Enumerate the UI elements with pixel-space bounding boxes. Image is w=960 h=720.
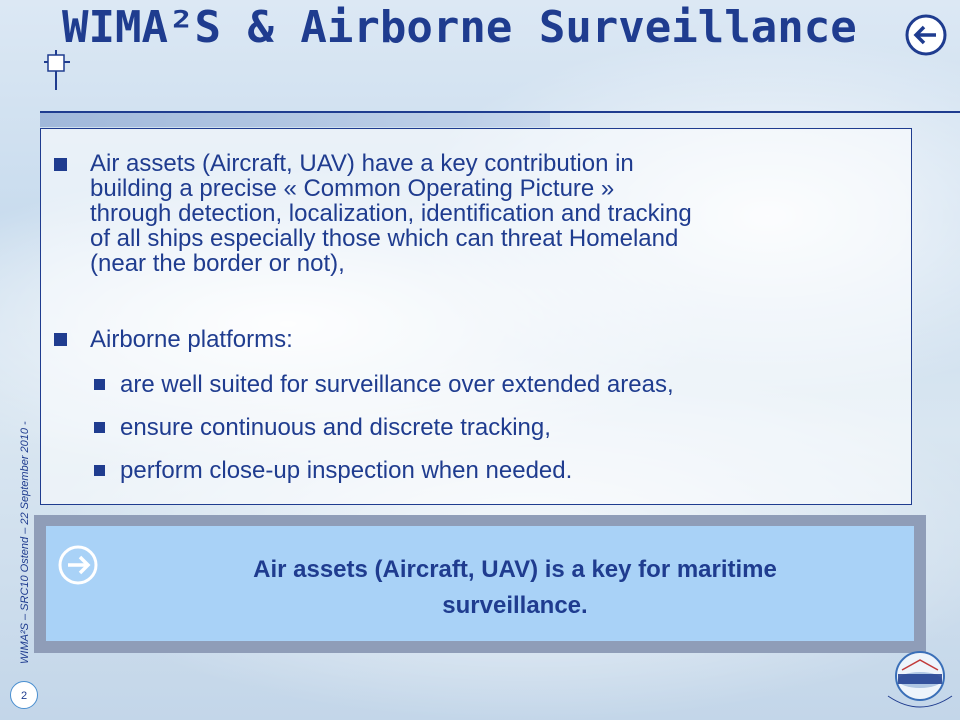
content-box	[40, 128, 912, 505]
conclusion-box	[46, 526, 914, 641]
bullet-marker	[54, 158, 67, 171]
back-arrow-icon[interactable]	[903, 12, 949, 58]
bullet-text-2: Airborne platforms:	[90, 326, 293, 353]
page-number: 2	[10, 681, 38, 709]
footer-text: WIMA²S – SRC10 Ostend – 22 September 201…	[19, 421, 31, 664]
title-rule	[40, 111, 960, 113]
slide-title: WIMA²S & Airborne Surveillance	[62, 2, 857, 53]
circle-arrow-right-icon	[58, 545, 98, 585]
sub-bullet-marker	[94, 422, 105, 433]
wimas-logo	[887, 651, 953, 708]
sub-bullet-text-3: perform close-up inspection when needed.	[120, 457, 573, 484]
sub-bullet-marker	[94, 379, 105, 390]
corner-decoration	[44, 50, 70, 90]
sub-bullet-text-2: ensure continuous and discrete tracking,	[120, 414, 551, 441]
bullet-marker	[54, 333, 67, 346]
bullet-text-1: Air assets (Aircraft, UAV) have a key co…	[90, 150, 692, 277]
sub-bullet-marker	[94, 465, 105, 476]
sub-bullet-text-1: are well suited for surveillance over ex…	[120, 371, 674, 398]
title-band	[40, 113, 550, 127]
conclusion-text: Air assets (Aircraft, UAV) is a key for …	[253, 556, 777, 619]
